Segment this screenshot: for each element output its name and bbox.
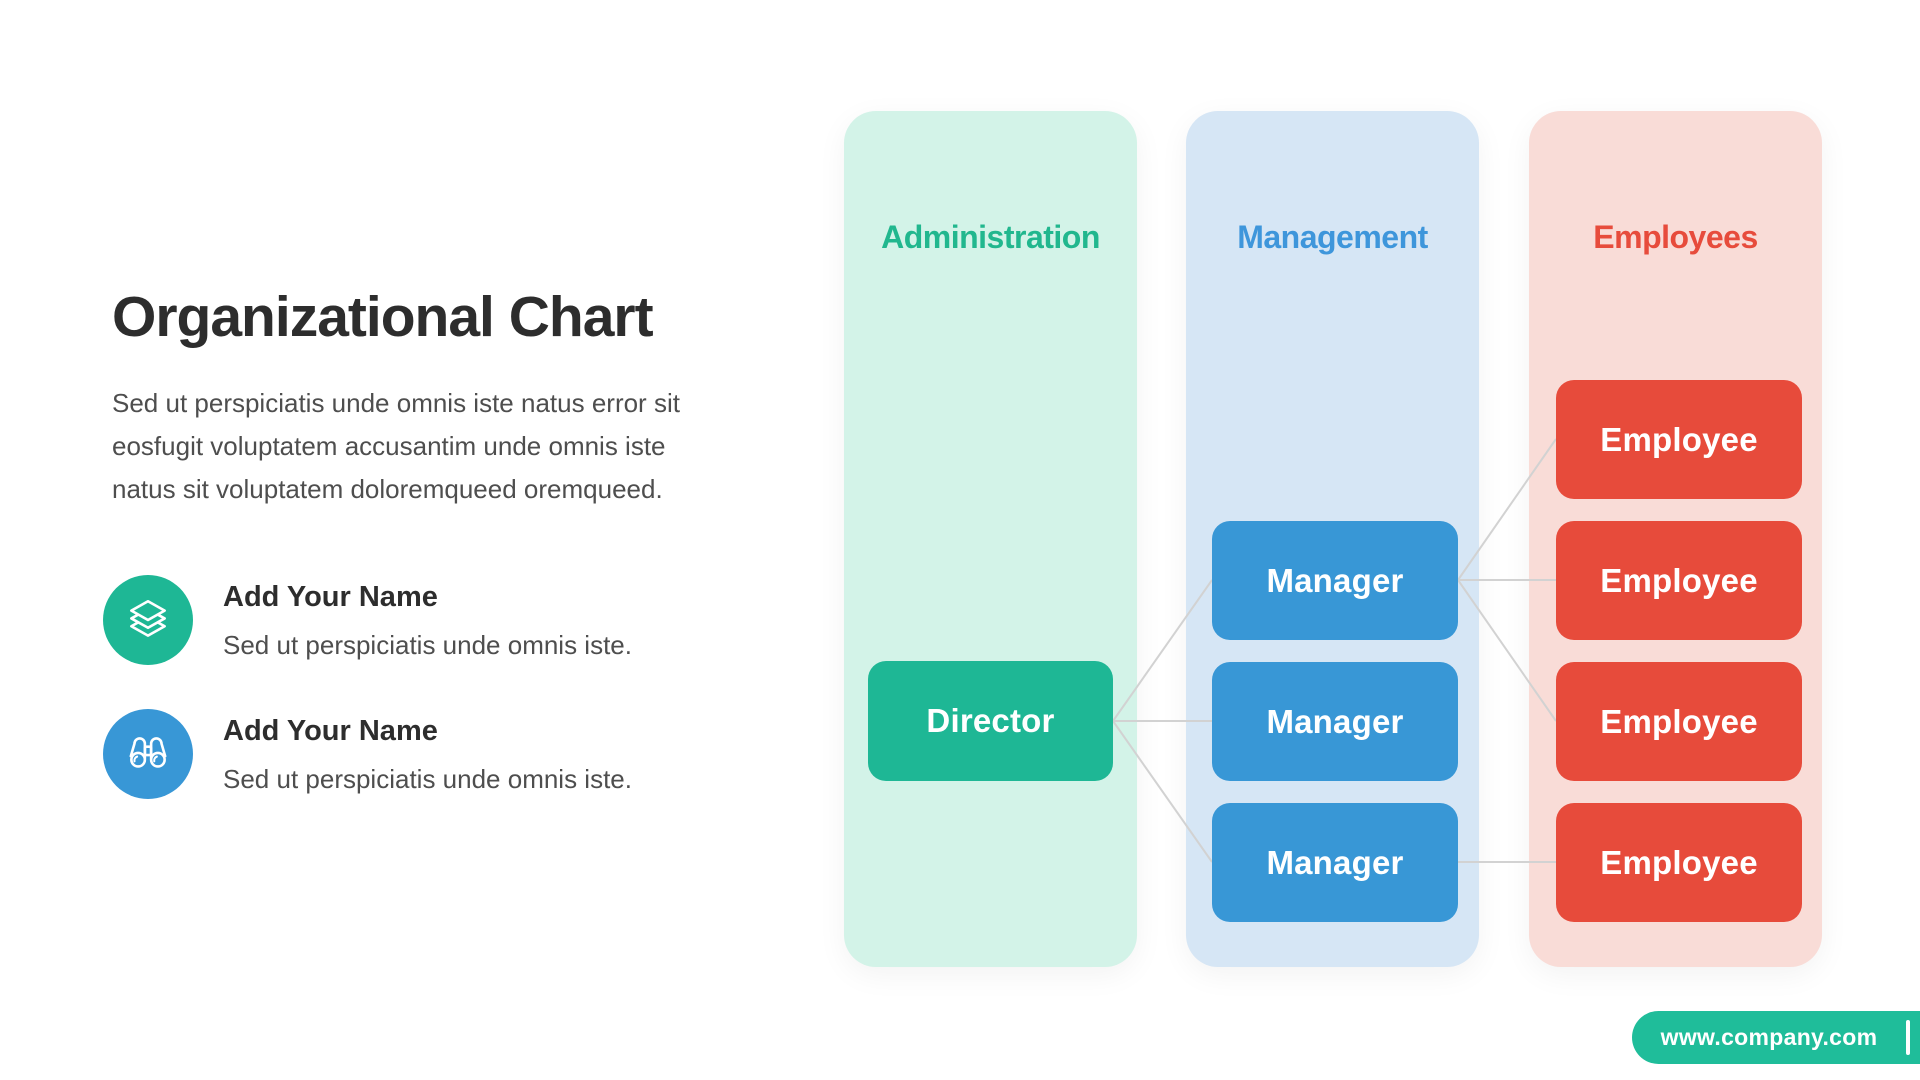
list-item: Add Your Name Sed ut perspiciatis unde o… xyxy=(103,575,743,665)
layers-icon xyxy=(103,575,193,665)
org-node-employee-1: Employee xyxy=(1556,380,1802,499)
column-header: Employees xyxy=(1593,219,1758,255)
feature-description: Sed ut perspiciatis unde omnis iste. xyxy=(223,630,632,660)
list-item: Add Your Name Sed ut perspiciatis unde o… xyxy=(103,709,743,799)
column-administration: Administration xyxy=(844,111,1137,967)
org-node-employee-3: Employee xyxy=(1556,662,1802,781)
org-node-employee-2: Employee xyxy=(1556,521,1802,640)
org-node-manager-3: Manager xyxy=(1212,803,1458,922)
feature-description: Sed ut perspiciatis unde omnis iste. xyxy=(223,764,632,794)
feature-title: Add Your Name xyxy=(223,581,438,613)
website-badge[interactable]: www.company.com xyxy=(1632,1011,1920,1064)
feature-title: Add Your Name xyxy=(223,715,438,747)
website-url: www.company.com xyxy=(1660,1024,1878,1050)
feature-text: Add Your Name Sed ut perspiciatis unde o… xyxy=(223,709,632,795)
badge-divider xyxy=(1906,1020,1910,1055)
feature-list: Add Your Name Sed ut perspiciatis unde o… xyxy=(103,575,743,843)
org-node-manager-2: Manager xyxy=(1212,662,1458,781)
feature-text: Add Your Name Sed ut perspiciatis unde o… xyxy=(223,575,632,661)
column-header: Administration xyxy=(881,219,1100,255)
org-node-employee-4: Employee xyxy=(1556,803,1802,922)
org-node-director: Director xyxy=(868,661,1113,781)
binoculars-icon xyxy=(103,709,193,799)
page-title: Organizational Chart xyxy=(112,285,654,349)
org-node-manager-1: Manager xyxy=(1212,521,1458,640)
page-description: Sed ut perspiciatis unde omnis iste natu… xyxy=(112,387,680,504)
intro-section: Organizational Chart Sed ut perspiciatis… xyxy=(112,285,732,511)
column-header: Management xyxy=(1237,219,1428,255)
